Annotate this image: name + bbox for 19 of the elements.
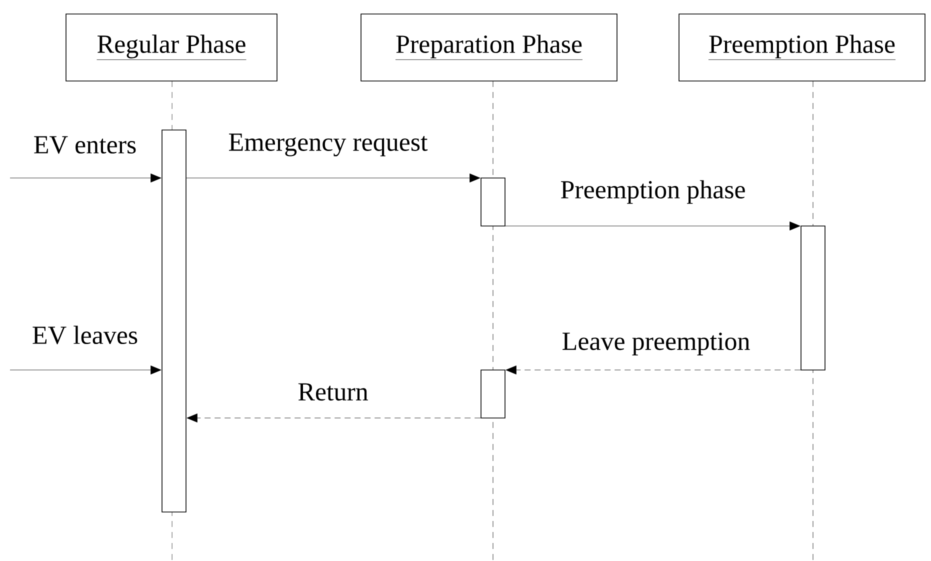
edge-label: Preemption phase [560,180,745,204]
edge-label: EV leaves [32,326,138,344]
arrow [505,222,800,230]
edge-label: Leave preemption [562,332,750,356]
lifeline-header-box: Preparation Phase [360,14,618,82]
activation-bar [162,130,186,512]
arrow [506,366,801,374]
arrow [10,366,162,374]
edge-label: EV enters [34,136,136,154]
activation-bar [480,370,506,418]
edge-label: Return [298,383,368,401]
edge-label: Emergency request [229,134,428,156]
arrow [186,414,481,422]
activation-bar [800,226,826,370]
lifeline-header-box: Preemption Phase [678,14,926,82]
arrow [10,174,162,182]
lifeline-header-box: Regular Phase [66,14,278,82]
arrow [186,174,480,182]
activation-bar [480,178,506,226]
